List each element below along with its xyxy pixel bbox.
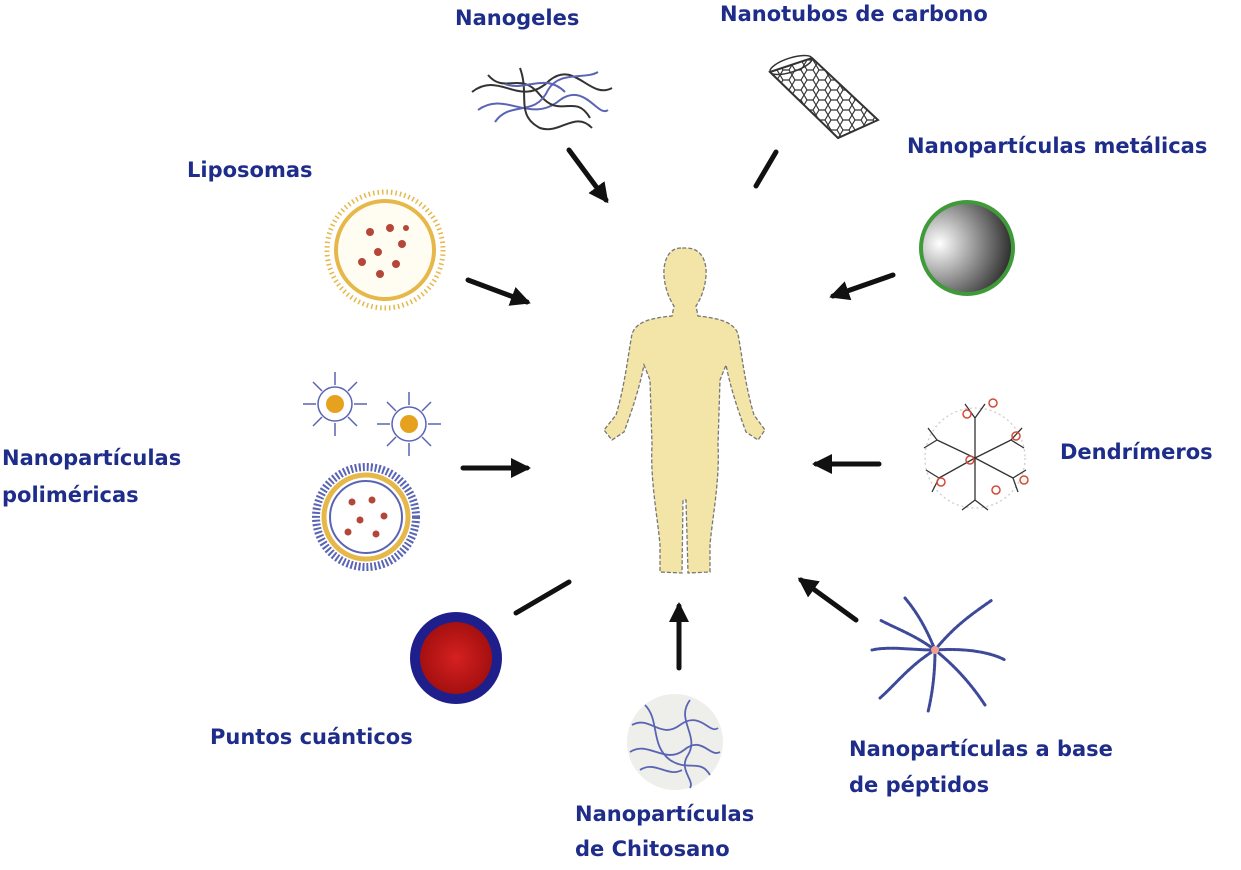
- label-peptidos-line1: Nanopartículas a base: [849, 737, 1113, 761]
- label-polimericas-line1: Nanopartículas: [2, 446, 182, 470]
- polymeric-micelle-small-1: [303, 372, 367, 436]
- label-polimericas-line2: poliméricas: [2, 483, 139, 507]
- liposome-icon: [324, 189, 446, 311]
- arrow-metalicas: [829, 272, 896, 301]
- label-chitosano-line1: Nanopartículas: [575, 802, 755, 826]
- nanogel-icon: [471, 67, 613, 131]
- label-nanogeles: Nanogeles: [455, 6, 580, 30]
- carbon-nanotube-icon: [768, 54, 880, 140]
- label-puntos-cuanticos: Puntos cuánticos: [210, 725, 413, 749]
- chitosan-nanoparticle-icon: [627, 694, 723, 790]
- arrows: [460, 147, 896, 671]
- arrow-liposomas: [465, 277, 531, 306]
- quantum-dot-icon: [410, 612, 502, 704]
- polymeric-nanoparticle-icon: [303, 372, 441, 571]
- label-chitosano-line2: de Chitosano: [575, 837, 730, 861]
- label-nanotubos: Nanotubos de carbono: [720, 2, 988, 26]
- arrow-peptidos: [797, 577, 859, 623]
- label-metalicas: Nanopartículas metálicas: [907, 134, 1208, 158]
- arrow-puntos: [513, 579, 572, 616]
- label-peptidos-line2: de péptidos: [849, 773, 990, 797]
- dendrimer-icon: [923, 398, 1029, 511]
- arrow-nanotubos: [753, 149, 779, 189]
- label-dendrimeros: Dendrímeros: [1060, 440, 1213, 464]
- arrow-nanogeles: [566, 147, 609, 204]
- polymeric-capsule-large: [312, 463, 420, 571]
- polymeric-micelle-small-2: [377, 392, 441, 456]
- metallic-nanoparticle-icon: [919, 200, 1015, 296]
- human-body-figure: [603, 247, 766, 574]
- label-liposomas: Liposomas: [187, 158, 313, 182]
- peptide-nanoparticle-icon: [870, 596, 1007, 714]
- peptide-core: [931, 646, 939, 654]
